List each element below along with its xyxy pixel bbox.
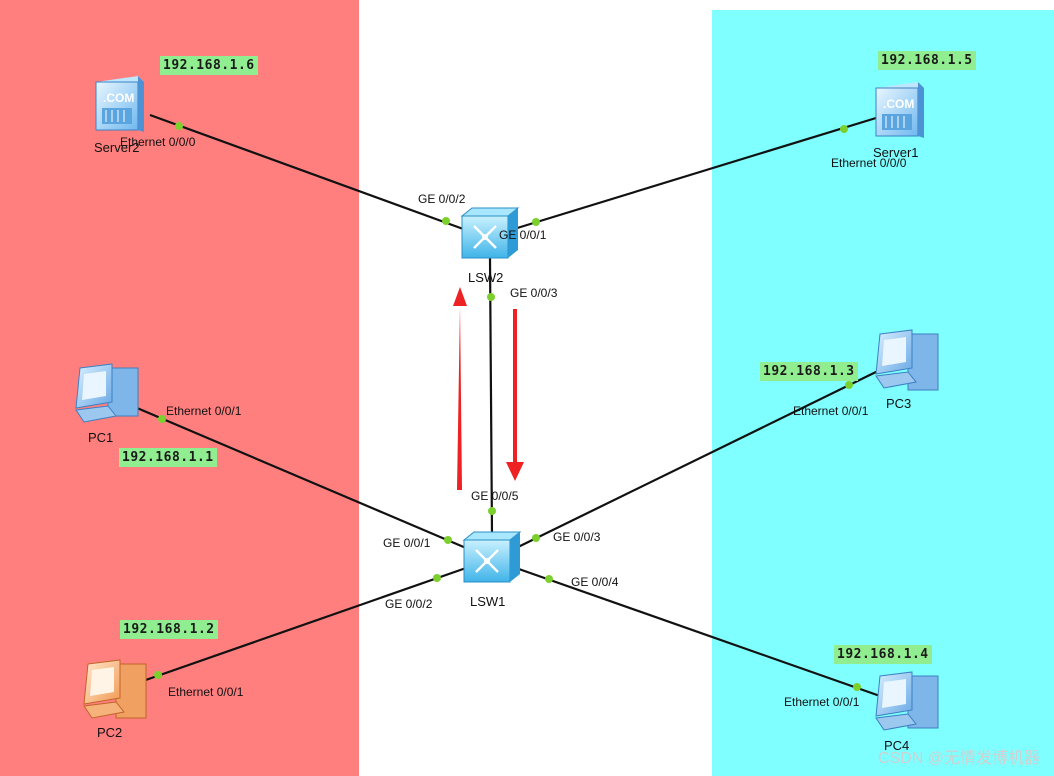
pc-icon [83,659,147,719]
port-dot [853,683,861,691]
link-server2-lsw2 [149,113,467,232]
port-dot [154,671,162,679]
server-icon: .COM [95,76,144,132]
pc3-name: PC3 [886,396,912,411]
lsw1-port-to-pc1: GE 0/0/1 [383,536,431,550]
server1-ip-label: 192.168.1.5 [878,51,976,70]
port-dot [532,534,540,542]
pc-icon [875,671,939,731]
arrow-up [453,287,467,490]
port-dot [488,507,496,515]
port-dot [840,125,848,133]
switch-icon [462,531,522,583]
watermark: CSDN @无情发博机器 [877,750,1040,767]
pc4-port-label: Ethernet 0/0/1 [784,695,860,709]
server-icon: .COM [875,82,924,138]
port-dot [158,415,166,423]
arrow-down [506,309,524,481]
server2-name: Server2 [94,140,140,155]
switch-icon [460,207,520,259]
port-dot [487,293,495,301]
lsw2-port-to-server1: GE 0/0/1 [499,228,547,242]
pc-icon [75,363,139,423]
pc2-ip-label: 192.168.1.2 [120,620,218,639]
pc4-name: PC4 [884,738,910,753]
pc2-port-label: Ethernet 0/0/1 [168,685,244,699]
server2-port-label: Ethernet 0/0/0 [120,135,196,149]
link-pc2-lsw1 [139,566,467,684]
lsw2-port-to-server2: GE 0/0/2 [418,192,466,206]
pc1-name: PC1 [88,430,114,445]
pc1-ip-label: 192.168.1.1 [119,448,217,467]
port-dot [442,217,450,225]
port-dot [545,575,553,583]
pc-icon [875,329,939,391]
pc3-ip-label: 192.168.1.3 [760,362,858,381]
pc1-port-label: Ethernet 0/0/1 [166,404,242,418]
port-dot [845,381,853,389]
lsw2-port-to-lsw1: GE 0/0/3 [510,286,558,300]
pc4-ip-label: 192.168.1.4 [834,645,932,664]
lsw1-port-to-pc3: GE 0/0/3 [553,530,601,544]
svg-text:.COM: .COM [103,91,134,105]
lsw2-name: LSW2 [468,270,504,285]
svg-text:.COM: .COM [883,97,914,111]
pc2-name: PC2 [97,725,123,740]
link-lsw2-server1 [513,116,877,231]
lsw1-name: LSW1 [470,594,506,609]
lsw1-port-to-pc2: GE 0/0/2 [385,597,433,611]
port-dot [532,218,540,226]
lsw1-port-to-lsw2: GE 0/0/5 [471,489,519,503]
link-pc1-lsw1 [129,403,467,550]
server1-name: Server1 [873,145,919,160]
link-lsw1-pc3 [515,369,881,549]
server2-ip-label: 192.168.1.6 [160,56,258,75]
server1-port-label: Ethernet 0/0/0 [831,156,907,170]
pc3-port-label: Ethernet 0/0/1 [793,404,869,418]
port-dot [433,574,441,582]
link-lsw1-pc4 [515,566,881,698]
lsw1-port-to-pc4: GE 0/0/4 [571,575,619,589]
link-lsw2-lsw1 [488,257,494,536]
port-dot [444,536,452,544]
port-dot [175,122,183,130]
